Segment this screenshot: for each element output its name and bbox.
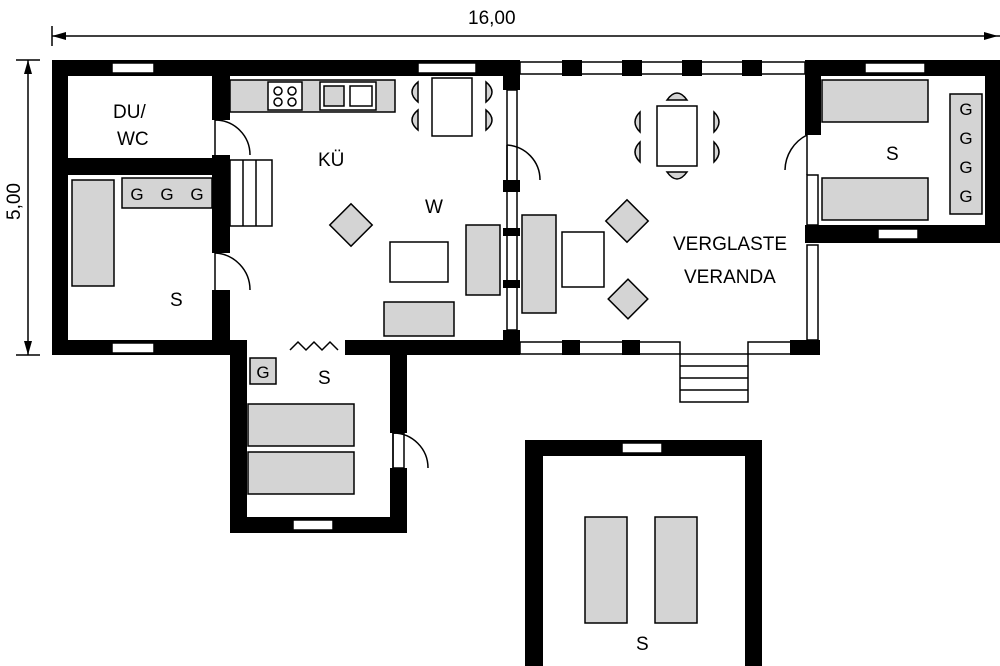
bed [821,177,929,221]
depth-label: 5,00 [4,183,25,220]
bed [584,516,628,624]
wardrobe [949,93,983,215]
veranda-armchair [604,198,650,244]
dining-table [431,77,473,137]
storage-labels: G G G G G G G G [130,100,972,382]
stove-icon [267,81,303,111]
kitchen-label: KÜ [318,150,344,171]
staircase [229,159,273,227]
svg-text:G: G [190,185,203,204]
veranda-table [561,231,605,288]
furniture [71,77,983,624]
annex-bedroom-label: S [636,634,649,655]
svg-text:G: G [130,185,143,204]
depth-dimension: 5,00 [4,59,40,356]
doors [214,119,808,469]
bedroom-bottom-label: S [318,368,331,389]
svg-text:G: G [959,100,972,119]
svg-text:G: G [256,363,269,382]
svg-text:G: G [959,129,972,148]
bedroom-left-label: S [170,290,183,311]
wardrobe [249,357,277,385]
living-label: W [425,197,443,218]
bath-label: DU/ [113,102,146,123]
bed [821,79,929,123]
coffee-table [389,241,449,283]
width-label: 16,00 [468,8,516,29]
veranda-sofa [521,214,557,314]
wardrobe [121,177,213,209]
veranda-armchair [607,278,649,320]
sofa [383,301,455,337]
svg-text:G: G [959,187,972,206]
armchair [328,202,374,248]
bedroom-right-label: S [886,144,899,165]
entrance-steps [679,353,749,403]
walls [52,60,1000,666]
veranda-dining-table [656,105,698,167]
bed [247,403,355,447]
svg-text:G: G [160,185,173,204]
veranda-label: VERGLASTE [673,234,787,255]
svg-text:G: G [959,158,972,177]
bed [654,516,698,624]
bed [247,451,355,495]
folding-door [289,340,339,352]
bed [71,179,115,287]
veranda-label: VERANDA [684,267,776,288]
bath-label: WC [117,129,149,150]
sofa-small [465,224,501,296]
windows [111,62,926,531]
room-labels: DU/ WC KÜ W S S S S VERGLASTE VERANDA [113,102,899,655]
width-dimension: 16,00 [51,8,1000,46]
